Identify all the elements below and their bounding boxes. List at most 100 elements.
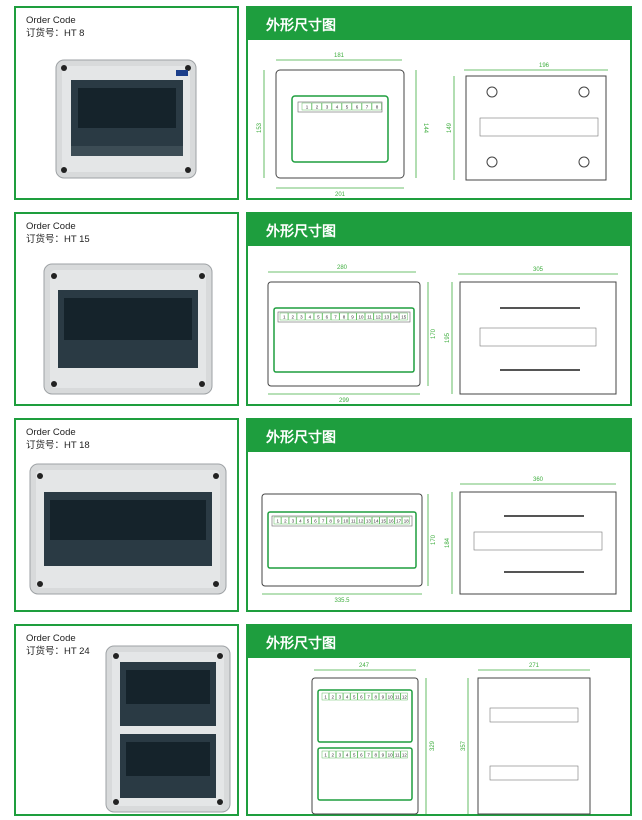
product-photo-panel: Order Code 订货号：HT 15 [14,212,239,406]
module-slot [390,312,400,321]
module-number: 3 [339,753,342,758]
module-number: 5 [307,519,310,524]
module-slot [321,750,329,759]
module-slot [311,516,319,525]
module-slot [281,516,289,525]
module-slot [296,516,304,525]
dim-height-back: 184 [445,537,451,548]
module-number: 6 [360,753,363,758]
back-view-drawing: 196 149 [447,63,608,181]
module-slot [279,312,289,321]
dim-height-back: 149 [447,122,453,133]
module-number: 14 [373,519,379,524]
module-number: 6 [356,105,359,110]
module-slot [321,102,332,111]
order-code-label: Order Code [26,427,76,438]
module-number: 8 [343,315,346,320]
order-number: 订货号：HT 18 [26,440,90,451]
enclosure-photo [105,645,231,813]
module-number: 1 [324,695,327,700]
module-slot [288,312,297,321]
module-slot [357,750,365,759]
module-number: 5 [346,105,349,110]
order-number: 订货号：HT 24 [26,646,90,657]
module-slot [336,692,344,701]
module-number: 12 [358,519,364,524]
module-slot [305,312,314,321]
section-title: 外形尺寸图 [266,224,336,240]
module-slot [364,516,372,525]
module-slot [400,750,408,759]
module-number: 8 [374,753,377,758]
module-number: 1 [283,315,286,320]
dim-width-top: 181 [334,53,345,59]
module-slot [373,312,383,321]
module-slot [379,516,387,525]
module-number: 9 [337,519,340,524]
product-photo-panel: Order Code 订货号：HT 8 [14,6,239,200]
module-slot [382,312,391,321]
module-slot [311,102,322,111]
module-slot [356,312,365,321]
module-number: 5 [317,315,320,320]
module-number: 5 [353,695,356,700]
dim-height-right: 144 [422,123,428,134]
product-row-ht8: Order Code 订货号：HT 8 外形尺寸图 181 153 144 [0,6,642,200]
module-number: 10 [343,519,349,524]
module-slot [319,516,327,525]
module-number: 4 [336,105,339,110]
module-number: 2 [292,315,295,320]
dim-width-top: 247 [359,663,370,669]
dim-width-bottom: 335.5 [334,598,350,604]
module-number: 2 [331,695,334,700]
section-header: 外形尺寸图 [248,214,630,246]
dim-width-back: 196 [539,63,550,69]
module-number: 6 [326,315,329,320]
module-number: 3 [326,105,329,110]
module-slot [334,516,342,525]
module-number: 9 [382,753,385,758]
module-number: 1 [306,105,309,110]
module-slot [371,750,379,759]
section-title: 外形尺寸图 [266,636,336,652]
module-slot [351,102,362,111]
module-slot [343,692,351,701]
module-slot [330,312,340,321]
back-view-drawing: 305 195 [445,267,618,395]
module-slot [336,750,344,759]
order-number: 订货号：HT 15 [26,234,90,245]
dim-width-top: 280 [337,265,348,271]
module-number: 1 [277,519,280,524]
module-number: 11 [367,315,372,320]
module-number: 3 [300,315,303,320]
module-slot [402,516,410,525]
module-slot [372,516,380,525]
order-code: Order Code 订货号：HT 18 [26,426,90,452]
dim-width-bottom: 201 [335,192,346,198]
module-slot [386,692,394,701]
order-code: Order Code 订货号：HT 24 [26,632,90,658]
module-number: 2 [331,753,334,758]
dim-height-right: 170 [431,328,437,339]
module-number: 13 [384,315,390,320]
product-row-ht15: Order Code 订货号：HT 15 外形尺寸图 280 170 299 1… [0,212,642,406]
module-number: 10 [388,753,394,758]
enclosure-photo [55,59,197,179]
module-slot [341,516,350,525]
module-number: 15 [381,519,387,524]
dim-width-back: 360 [533,477,544,483]
module-number: 12 [402,753,408,758]
module-slot [296,312,306,321]
module-slot [393,750,401,759]
module-slot [387,516,395,525]
dim-height-left: 153 [257,122,263,133]
module-slot [399,312,408,321]
module-number: 1 [324,753,327,758]
module-number: 8 [329,519,332,524]
module-number: 12 [402,695,408,700]
module-number: 18 [404,519,410,524]
order-code: Order Code 订货号：HT 8 [26,14,84,40]
